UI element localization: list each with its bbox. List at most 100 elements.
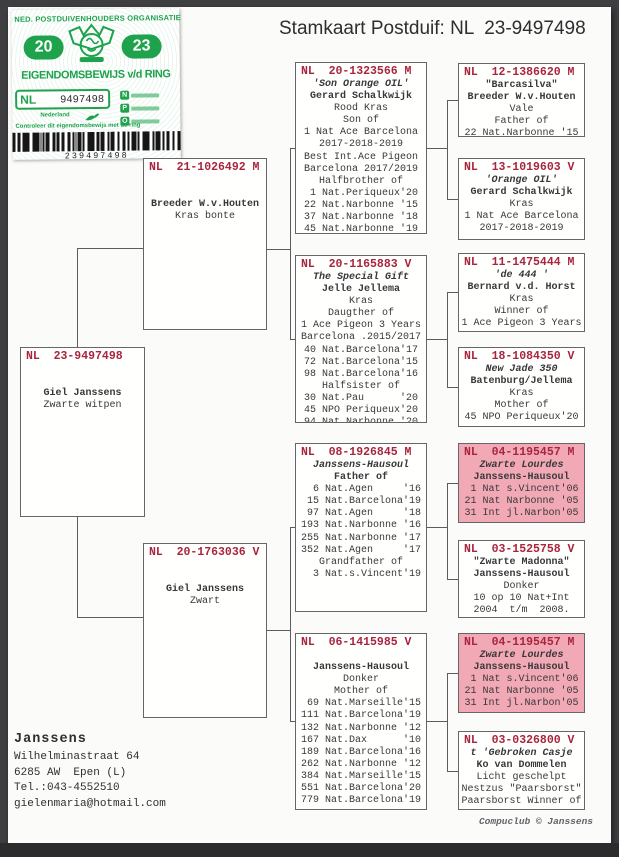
pedigree-line: 21 Nat Narbonne '05 xyxy=(464,686,579,698)
pedigree-line: 72 Nat.Barcelona'15 xyxy=(303,356,419,368)
ring-number: NL 20-1165883 V xyxy=(301,258,412,271)
pedigree-line: 10 op 10 Nat+Int xyxy=(473,593,570,605)
ring-number: NL 11-1475444 M xyxy=(464,256,575,269)
pedigree-line: Batenburg/Jellema xyxy=(470,376,573,388)
pedigree-line: 'Son Orange OIL' xyxy=(312,79,409,90)
ring-number: NL 20-1763036 V xyxy=(149,546,260,559)
pedigree-line xyxy=(21,376,144,388)
pedigree-box-greatgrandparent-3: NL 11-1475444 M'de 444 'Bernard v.d. Hor… xyxy=(458,253,585,332)
connector-line xyxy=(447,292,458,293)
pedigree-line: Kras xyxy=(348,296,373,308)
ring-number: NL 18-1084350 V xyxy=(464,350,575,363)
ring-number: NL 12-1386620 M xyxy=(464,66,575,79)
pedigree-line: Jelle Jellema xyxy=(321,284,400,296)
connector-line xyxy=(427,148,447,149)
connector-line xyxy=(77,248,78,347)
ring-number: NL 21-1026492 M xyxy=(149,161,260,174)
pedigree-line: Zwarte Lourdes xyxy=(479,460,564,471)
pedigree-line: 189 Nat.Barcelona'16 xyxy=(300,746,422,758)
pedigree-line: 22 Nat.Narbonne '15 xyxy=(464,128,579,137)
connector-line xyxy=(447,100,448,199)
pedigree-line: 3 Nat.s.Vincent'19 xyxy=(300,568,422,580)
ring-number: NL 04-1195457 M xyxy=(464,446,575,459)
pedigree-line: Gerard Schalkwijk xyxy=(309,91,413,103)
pedigree-line: Janssens-Hausoul xyxy=(312,662,409,674)
stamp-country-code: NL xyxy=(20,92,37,107)
pedigree-line: Ko van Dommelen xyxy=(476,760,567,772)
pedigree-line: Son of xyxy=(342,115,379,127)
pedigree-line: Gerard Schalkwijk xyxy=(470,187,573,199)
connector-line xyxy=(427,339,447,340)
pedigree-line: 167 Nat.Dax '10 xyxy=(300,734,422,746)
pedigree-line: Barcelona .2015/2017 xyxy=(300,332,422,344)
connector-line xyxy=(427,721,447,722)
pedigree-line: 'Orange OIL' xyxy=(485,175,558,186)
pedigree-line: Halfbrother of xyxy=(318,175,403,187)
pedigree-line: t 'Gebroken Casje xyxy=(470,748,573,759)
pedigree-line: 111 Nat.Barcelona'19 xyxy=(300,710,422,722)
pedigree-line: 98 Nat.Barcelona'16 xyxy=(303,368,419,380)
ring-number: NL 20-1323566 M xyxy=(301,65,412,78)
connector-line xyxy=(267,630,290,631)
pedigree-line: 31 Int jl.Narbon'05 xyxy=(464,698,579,710)
scan-edge-band xyxy=(0,843,619,857)
connector-line xyxy=(267,249,290,250)
connector-line xyxy=(447,387,458,388)
pedigree-line: Halfsister of xyxy=(321,380,400,392)
pedigree-line: "Zwarte Madonna" xyxy=(473,557,570,568)
pedigree-line: 37 Nat.Narbonne '18 xyxy=(303,212,419,224)
pedigree-line: 45 Nat.Narbonne '19 xyxy=(303,224,419,234)
pedigree-line xyxy=(144,572,266,584)
connector-line xyxy=(77,617,143,618)
software-credit: Compuclub © Janssens xyxy=(478,816,593,827)
stamp-legend-finetext xyxy=(131,106,160,111)
connector-line xyxy=(290,339,295,340)
pedigree-line: Grandfather of xyxy=(318,556,403,568)
pedigree-line: 30 Nat.Pau '20 xyxy=(303,392,419,404)
connector-line xyxy=(447,579,458,580)
pedigree-box-grandparent-1: NL 20-1323566 M'Son Orange OIL'Gerard Sc… xyxy=(295,62,427,234)
pedigree-line: 255 Nat.Narbonne '17 xyxy=(300,532,422,544)
pedigree-line: Kras bonte xyxy=(174,211,235,223)
pedigree-line: Vale xyxy=(509,104,534,116)
pedigree-line: 31 Int jl.Narbon'05 xyxy=(464,508,579,520)
pedigree-line: 352 Nat.Agen '17 xyxy=(300,544,422,556)
pedigree-line: Daugther of xyxy=(327,308,394,320)
owner-address-line1: Wilhelminastraat 64 xyxy=(14,751,140,763)
ring-number: NL 03-1525758 V xyxy=(464,543,575,556)
stamp-year-left: 20 xyxy=(23,35,64,60)
pedigree-line: The Special Gift xyxy=(312,272,409,283)
pedigree-line: Zwarte witpen xyxy=(43,400,122,412)
pedigree-line: Paarsborst Winner of xyxy=(461,796,582,808)
connector-line xyxy=(77,248,143,249)
pedigree-line: 1 Nat s.Vincent'06 xyxy=(464,484,579,496)
ring-number: NL 13-1019603 V xyxy=(464,161,575,174)
stamp-ring-box: NL 9497498 xyxy=(15,88,111,110)
pedigree-line: 779 Nat.Barcelona'19 xyxy=(300,795,422,807)
pedigree-line: 45 NPO Periqueux'20 xyxy=(464,412,579,424)
pedigree-line: 15 Nat.Barcelona'19 xyxy=(300,496,422,508)
pedigree-line: 6 Nat.Agen '16 xyxy=(300,484,422,496)
pedigree-line: 97 Nat.Agen '18 xyxy=(300,508,422,520)
pedigree-line: New Jade 350 xyxy=(485,364,558,375)
stamp-legend-letter: P xyxy=(120,103,130,114)
pedigree-line: Giel Janssens xyxy=(165,584,244,596)
pedigree-line: Mother of xyxy=(333,686,388,698)
pedigree-line: 1 Ace Pigeon 3 Years xyxy=(300,320,422,332)
pedigree-line: 94 Nat.Narbonne '20 xyxy=(303,417,419,423)
pigeon-icon xyxy=(85,113,100,121)
ring-number: NL 08-1926845 M xyxy=(301,446,412,459)
pedigree-line: Winner of xyxy=(494,306,549,318)
stamp-ring-number: 9497498 xyxy=(59,93,105,107)
pedigree-line: 1 Nat s.Vincent'06 xyxy=(464,674,579,686)
pedigree-line: Donker xyxy=(342,674,379,686)
pedigree-line: Father of xyxy=(494,116,549,128)
connector-line xyxy=(447,771,458,772)
pedigree-line xyxy=(144,175,266,187)
pedigree-box-greatgrandparent-1: NL 12-1386620 M"Barcasilva"Breeder W.v.H… xyxy=(458,63,585,137)
